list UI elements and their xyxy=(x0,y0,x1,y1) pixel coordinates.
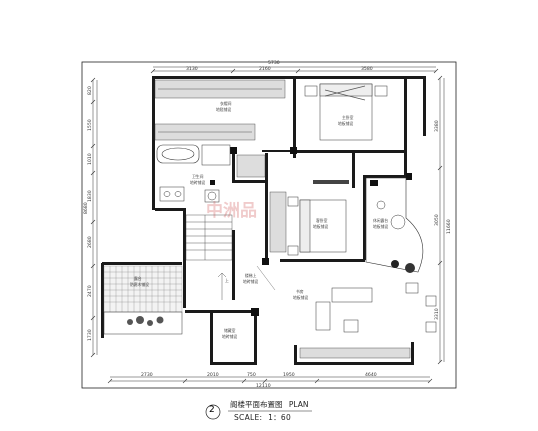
room-study-name: 书房 xyxy=(296,289,304,294)
storage-cabinet xyxy=(236,154,266,178)
dim-top-2: 2160 xyxy=(259,66,271,72)
door-swing xyxy=(256,265,276,291)
room-bathroom-name: 卫生间 xyxy=(192,174,204,179)
shower xyxy=(201,144,231,166)
plan-title: 阁楼平面布置图 PLAN xyxy=(230,399,309,410)
scale-value: 1：60 xyxy=(268,413,292,422)
dim-right-2: 3050 xyxy=(434,214,440,226)
dim-top-1: 3130 xyxy=(186,66,198,72)
columns xyxy=(210,147,412,316)
room-storage-name: 储藏室 xyxy=(224,328,236,333)
lounge-chair-1 xyxy=(376,200,386,210)
dim-right-1: 3380 xyxy=(434,120,440,132)
study-bookcase xyxy=(299,347,411,359)
room-hall-name: 楼梯上 xyxy=(245,273,257,278)
bed-stripe-pattern xyxy=(324,85,366,101)
dim-bottom-4: 1950 xyxy=(283,372,295,378)
study-desk xyxy=(315,282,437,333)
closet-hangers xyxy=(158,88,282,133)
dim-bottom-1: 2730 xyxy=(141,372,153,378)
dim-left-3: 1010 xyxy=(87,153,93,165)
drawing-number-text: 2 xyxy=(209,405,215,415)
drawing-number: 2 xyxy=(205,404,220,419)
room-lounge-floor: 地板铺设 xyxy=(373,224,388,229)
dim-left-7: 1730 xyxy=(87,329,93,341)
room-guest-name: 客卧室 xyxy=(316,218,328,223)
master-bed xyxy=(304,83,388,141)
dimension-lines xyxy=(92,66,445,382)
scale-label: SCALE: xyxy=(234,413,263,422)
dim-right-3: 3310 xyxy=(434,308,440,320)
dim-bottom-5: 4640 xyxy=(365,372,377,378)
bathtub xyxy=(156,144,200,164)
dim-top-total: 5730 xyxy=(268,60,280,66)
guest-wardrobe xyxy=(269,191,287,253)
room-bedroom-floor: 地板铺设 xyxy=(338,121,353,126)
room-terrace-floor: 防腐木铺设 xyxy=(130,282,149,287)
drawing-frame xyxy=(81,61,457,389)
dim-top-3: 3580 xyxy=(361,66,373,72)
room-bedroom-name: 主卧室 xyxy=(342,115,354,120)
plan-title-en: PLAN xyxy=(288,400,309,409)
plan-title-cn: 阁楼平面布置图 xyxy=(230,400,283,409)
lounge-plant xyxy=(391,260,399,268)
room-guest-floor: 地板铺设 xyxy=(313,224,328,229)
walls xyxy=(101,76,426,365)
bedroom-cabinet xyxy=(313,180,349,184)
dim-left-1: 820 xyxy=(87,86,93,95)
dim-left-4: 1830 xyxy=(87,190,93,202)
room-study-floor: 地板铺设 xyxy=(293,295,308,300)
terrace-tiles xyxy=(103,265,183,313)
terrace-plants xyxy=(127,316,164,326)
room-hall-floor: 地砖铺设 xyxy=(243,279,258,284)
room-closet-floor: 地毯铺设 xyxy=(216,107,231,112)
terrace-planter xyxy=(103,311,183,335)
dim-bottom-total: 12110 xyxy=(256,383,271,389)
vanity-sinks xyxy=(159,186,220,203)
dim-right-total: 11660 xyxy=(446,219,452,234)
staircase xyxy=(185,214,233,300)
dim-left-5: 2680 xyxy=(87,236,93,248)
dim-left-total: 8680 xyxy=(83,202,89,214)
lounge-table xyxy=(390,214,406,230)
room-storage-floor: 地砖铺设 xyxy=(222,334,237,339)
dim-left-6: 2470 xyxy=(87,285,93,297)
stair-up-label: 上 xyxy=(225,278,229,283)
guest-bed xyxy=(287,196,347,256)
dim-left-2: 1550 xyxy=(87,119,93,131)
lounge-plant-2 xyxy=(405,263,415,273)
room-lounge-name: 休闲露台 xyxy=(373,218,388,223)
room-bathroom-floor: 地砖铺设 xyxy=(190,180,205,185)
lounge-outline xyxy=(365,177,424,273)
plan-scale: SCALE: 1：60 xyxy=(234,412,291,423)
dim-bottom-2: 2010 xyxy=(207,372,219,378)
drawing-number-circle xyxy=(205,404,221,420)
room-closet-name: 衣帽间 xyxy=(220,101,232,106)
dimension-ticks xyxy=(90,68,443,384)
dim-bottom-3: 750 xyxy=(247,372,256,378)
room-terrace-name: 露台 xyxy=(134,276,142,281)
